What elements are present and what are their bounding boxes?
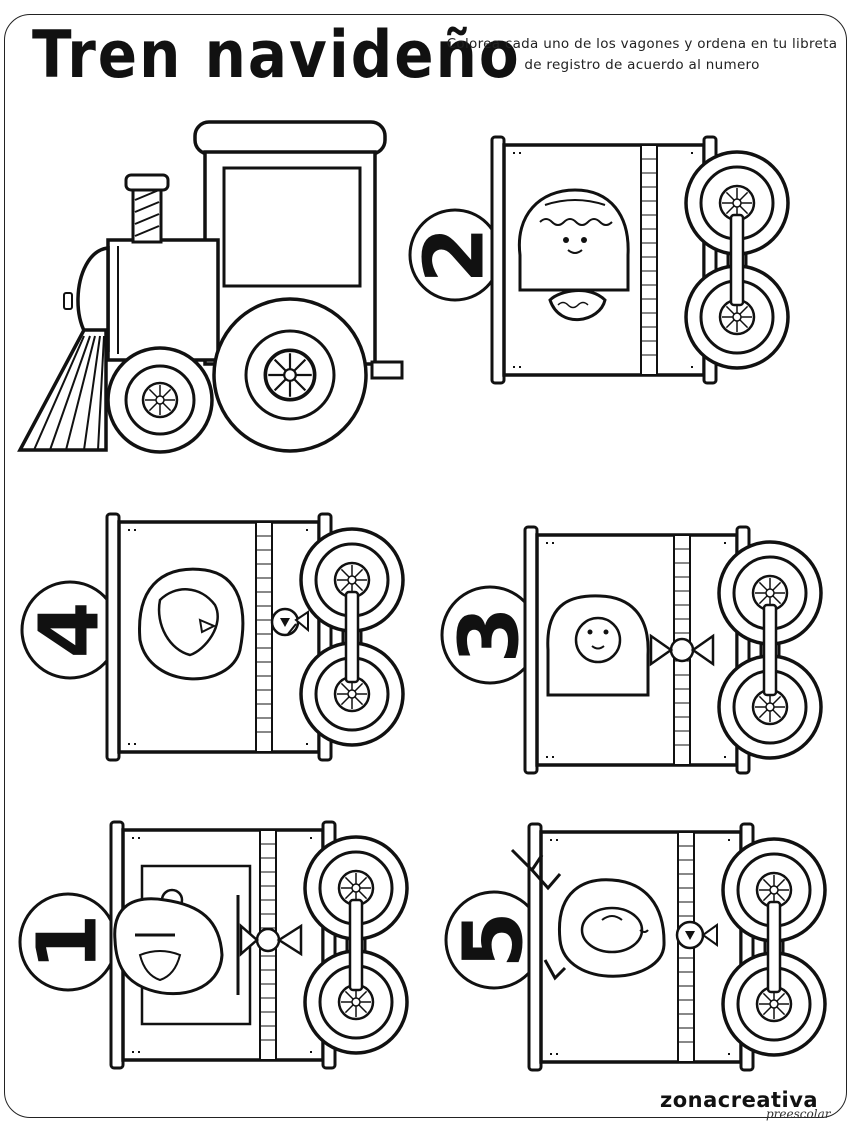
- page-title: Tren navideño: [32, 16, 521, 93]
- brand-logo-sub: preescolar: [766, 1107, 831, 1121]
- gingerbread-icon: [517, 188, 630, 321]
- wagon-number-3: 3: [443, 606, 538, 663]
- instructions-text: Colorea cada uno de los vagones y ordena…: [446, 36, 838, 73]
- wagon-5: 5: [444, 824, 825, 1070]
- page-frame: [4, 14, 847, 1118]
- brand-logo: zonacreativa: [660, 1088, 819, 1112]
- wagon-number-5: 5: [447, 911, 542, 968]
- locomotive-icon: [17, 120, 404, 454]
- reindeer-icon: [510, 848, 718, 981]
- wagon-4: 4: [20, 514, 403, 760]
- wagon-number-4: 4: [23, 601, 118, 658]
- wagon-1: 1: [18, 822, 407, 1068]
- penguin-icon: [138, 567, 309, 681]
- wagon-number-1: 1: [21, 913, 116, 970]
- santa-icon: [113, 864, 303, 1026]
- wagon-number-2: 2: [408, 226, 503, 283]
- snowman-icon: [546, 594, 715, 697]
- wagon-3: 3: [440, 527, 821, 773]
- wagon-2: 2: [408, 137, 789, 383]
